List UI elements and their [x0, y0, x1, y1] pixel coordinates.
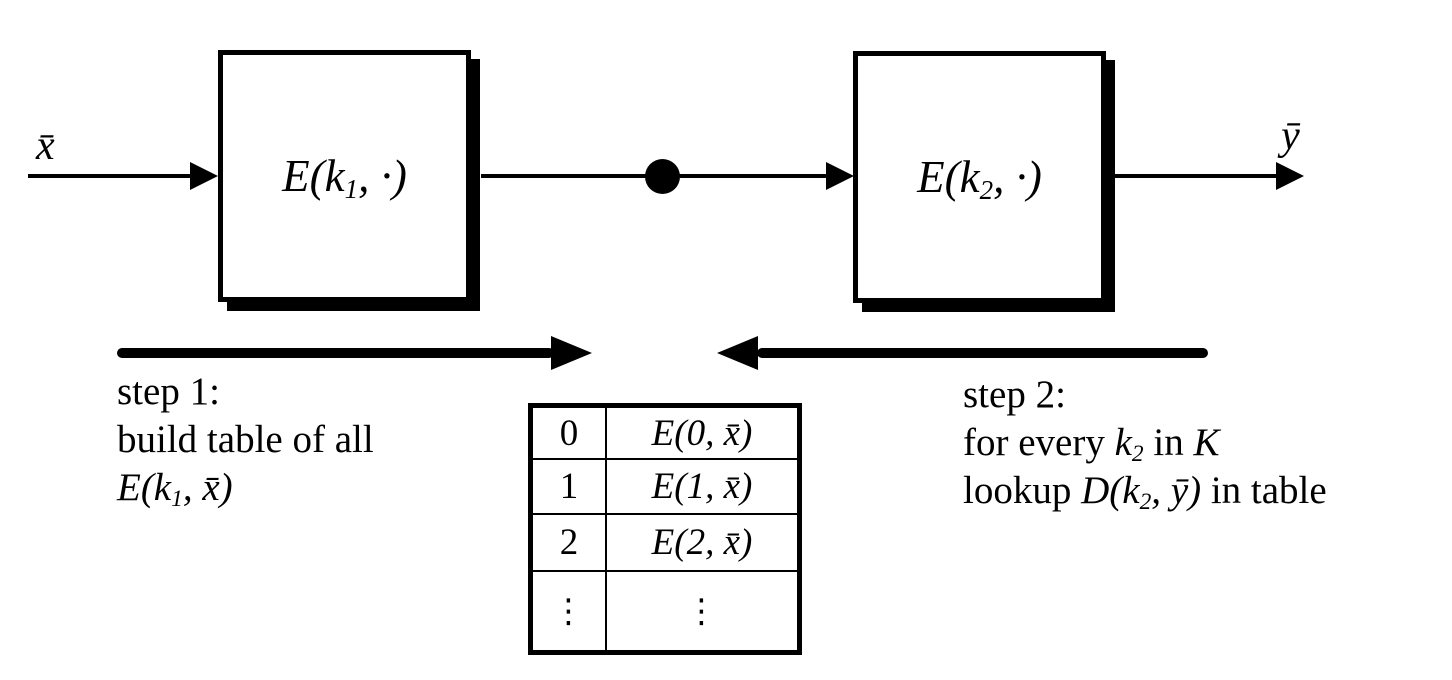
input-wire — [28, 174, 191, 178]
box1-label: E(k1, ·) — [282, 150, 407, 202]
step1-formula-pre: E(k — [117, 466, 172, 509]
decrypt-formula: D(k2, ȳ) — [1081, 469, 1202, 515]
table-key-cell: 1 — [533, 460, 607, 515]
table-value-cell: E(0, x̄) — [607, 408, 797, 460]
output-ciphertext-label: ȳ — [1281, 113, 1300, 159]
box1-label-post: , ·) — [358, 151, 407, 201]
input-arrowhead-icon — [190, 162, 218, 190]
keyspace-symbol: K — [1193, 421, 1220, 464]
step2-line2-word1: for every — [963, 421, 1115, 464]
table-value-ellipsis: ⋮ — [685, 594, 719, 630]
box1-label-pre: E(k — [282, 151, 345, 201]
k2-symbol: k2 — [1114, 421, 1144, 467]
step2-line3: lookup D(k2, ȳ) in table — [963, 467, 1327, 515]
step1-arrow-shaft — [117, 348, 554, 358]
box2-label-post: , ·) — [993, 152, 1042, 202]
step1-formula-post: , x̄) — [182, 466, 233, 509]
table-key-cell: 2 — [533, 515, 607, 572]
step1-note: step 1: build table of all E(k1, x̄) — [117, 368, 374, 512]
decrypt-formula-pre: D(k — [1081, 469, 1140, 512]
output-arrowhead-icon — [1276, 162, 1304, 190]
box2-label: E(k2, ·) — [917, 151, 1042, 203]
box1-label-sub: 1 — [344, 173, 359, 204]
encryption-box-2: E(k2, ·) — [853, 51, 1106, 303]
output-wire — [1115, 174, 1277, 178]
box2-label-pre: E(k — [917, 152, 980, 202]
decrypt-formula-sub: 2 — [1139, 488, 1152, 515]
table-value-cell: E(1, x̄) — [607, 460, 797, 515]
box2-label-sub: 2 — [979, 174, 994, 205]
step1-line1: step 1: — [117, 370, 220, 413]
table-key-cell: 0 — [533, 408, 607, 460]
step2-line3-word1: lookup — [963, 469, 1082, 512]
step2-line2: for every k2 in K — [963, 419, 1327, 467]
middle-arrowhead-icon — [826, 162, 854, 190]
table-key-ellipsis: ⋮ — [533, 572, 607, 650]
step1-formula: E(k1, x̄) — [117, 464, 374, 512]
middle-junction-dot — [645, 159, 680, 194]
step1-formula-sub: 1 — [171, 485, 183, 512]
step1-arrowhead-icon — [551, 336, 592, 370]
step2-arrow-shaft — [757, 348, 1208, 358]
decrypt-formula-post: , ȳ) — [1151, 469, 1202, 512]
table-value-cell: E(2, x̄) — [607, 515, 797, 572]
step2-note: step 2: for every k2 in K lookup D(k2, ȳ… — [963, 371, 1327, 515]
input-plaintext-label: x̄ — [36, 123, 55, 169]
lookup-table: 0 E(0, x̄) 1 E(1, x̄) 2 E(2, x̄) ⋮ ⋮ — [528, 403, 802, 655]
step2-arrowhead-icon — [717, 336, 758, 370]
step2-line2-word2: in — [1143, 421, 1194, 464]
k2-symbol-letter: k — [1114, 421, 1132, 464]
step2-line3-word2: in table — [1201, 469, 1327, 512]
k2-symbol-sub: 2 — [1131, 440, 1144, 467]
step1-line2: build table of all — [117, 418, 374, 461]
step2-line1: step 2: — [963, 373, 1066, 416]
encryption-box-1: E(k1, ·) — [218, 50, 471, 302]
